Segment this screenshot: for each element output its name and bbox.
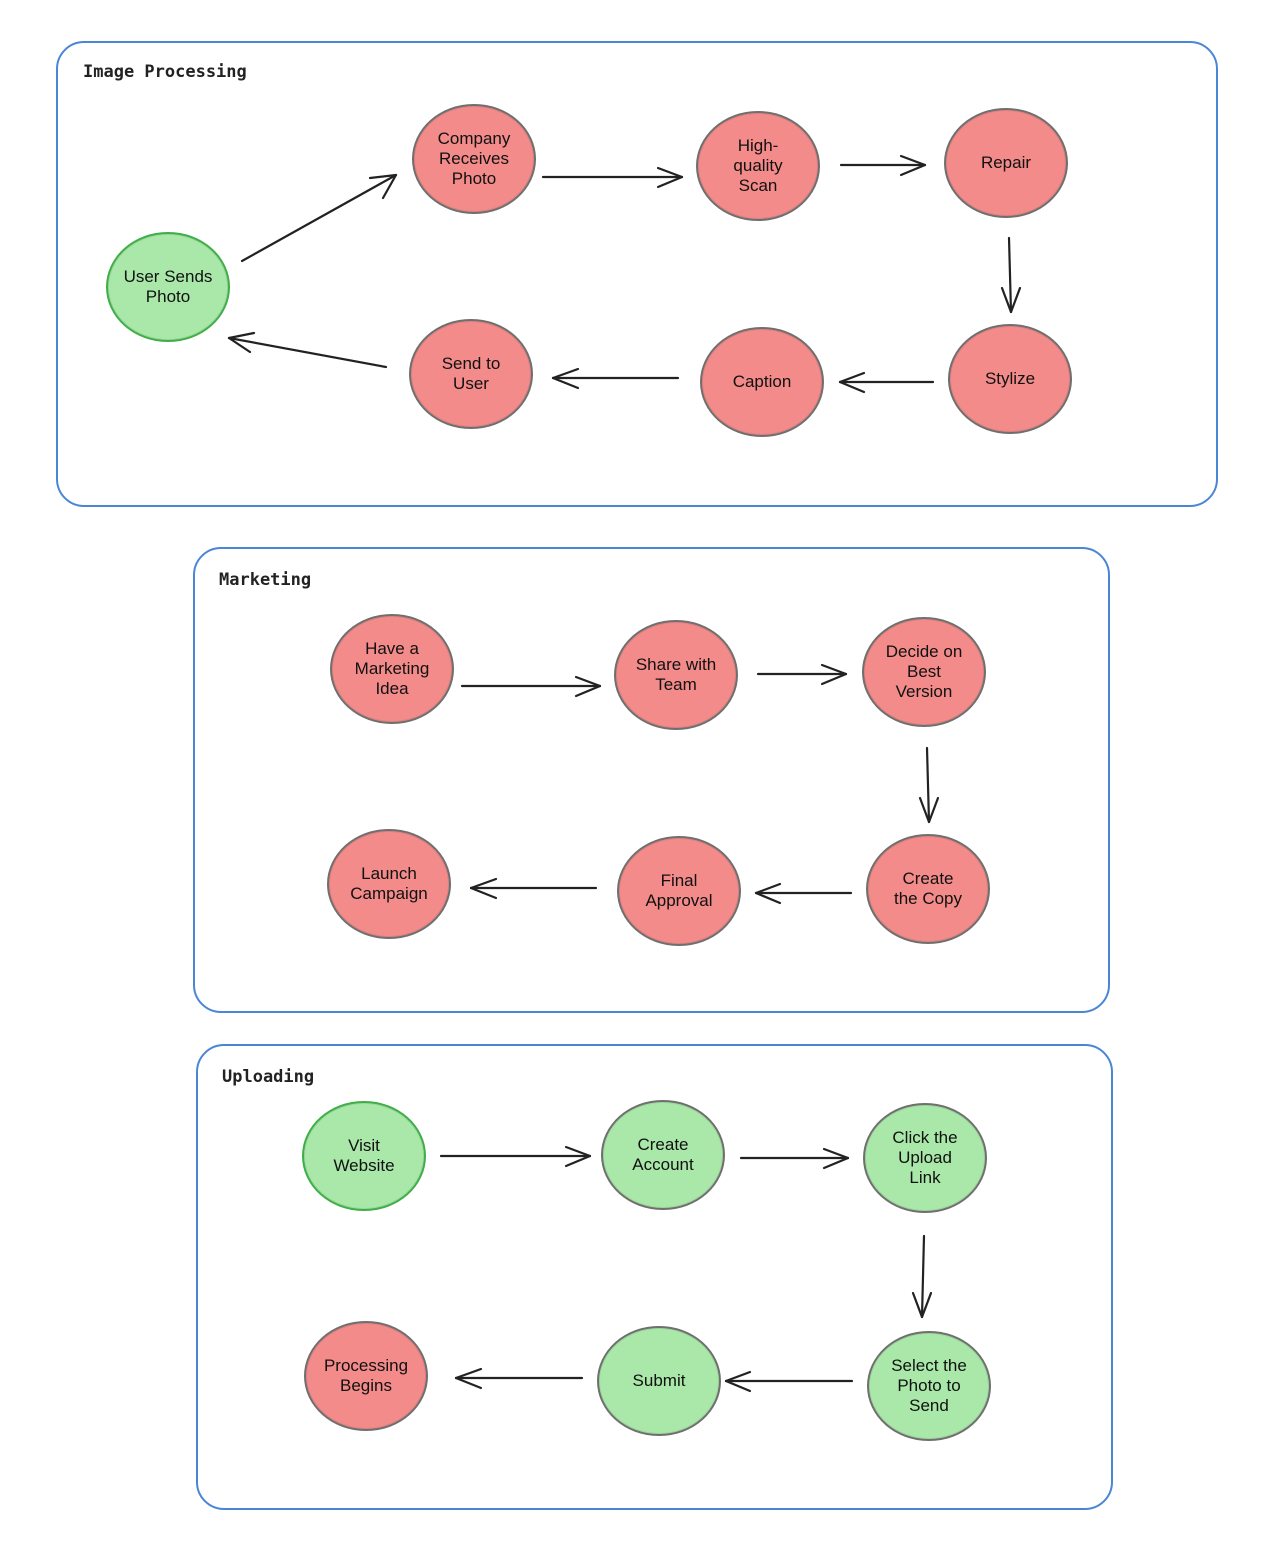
node-stylize: Stylize bbox=[948, 324, 1072, 434]
arrow-visit-to-account bbox=[439, 1145, 592, 1168]
arrow-repair-to-stylize bbox=[1000, 236, 1022, 314]
panel-title-image-processing: Image Processing bbox=[83, 62, 247, 82]
panel-title-marketing: Marketing bbox=[219, 570, 312, 590]
arrow-final-to-launch bbox=[469, 877, 598, 900]
node-select-the-photo-to-send: Select the Photo to Send bbox=[867, 1331, 991, 1441]
node-label: Final Approval bbox=[645, 871, 713, 910]
node-click-the-upload-link: Click the Upload Link bbox=[863, 1103, 987, 1213]
node-label: Have a Marketing Idea bbox=[354, 639, 430, 698]
node-share-with-team: Share with Team bbox=[614, 620, 738, 730]
arrow-company-to-scan bbox=[541, 166, 684, 189]
node-label: Company Receives Photo bbox=[437, 129, 511, 188]
node-label: Caption bbox=[732, 372, 792, 391]
arrow-stylize-to-caption bbox=[838, 371, 935, 394]
arrow-send-to-user bbox=[227, 331, 388, 369]
node-label: Click the Upload Link bbox=[892, 1128, 958, 1187]
node-label: User Sends Photo bbox=[123, 267, 213, 306]
arrow-select-to-submit bbox=[724, 1370, 854, 1393]
node-send-to-user: Send to User bbox=[409, 319, 533, 429]
arrow-user-to-company bbox=[240, 173, 398, 263]
arrow-idea-to-share bbox=[460, 675, 602, 698]
node-processing-begins: Processing Begins bbox=[304, 1321, 428, 1431]
node-label: Stylize bbox=[984, 369, 1036, 388]
arrow-submit-to-processing bbox=[454, 1367, 584, 1390]
node-label: Select the Photo to Send bbox=[891, 1356, 967, 1415]
node-label: High-quality Scan bbox=[733, 136, 783, 195]
arrow-scan-to-repair bbox=[839, 154, 927, 177]
arrow-copy-to-final bbox=[754, 882, 853, 905]
node-have-a-marketing-idea: Have a Marketing Idea bbox=[330, 614, 454, 724]
node-label: Share with Team bbox=[635, 655, 717, 694]
node-caption: Caption bbox=[700, 327, 824, 437]
node-label: Submit bbox=[632, 1371, 686, 1390]
node-company-receives-photo: Company Receives Photo bbox=[412, 104, 536, 214]
node-label: Launch Campaign bbox=[350, 864, 428, 903]
arrow-share-to-decide bbox=[756, 663, 848, 686]
node-label: Repair bbox=[980, 153, 1032, 172]
node-create-the-copy: Create the Copy bbox=[866, 834, 990, 944]
node-visit-website: Visit Website bbox=[302, 1101, 426, 1211]
node-label: Send to User bbox=[441, 354, 501, 393]
node-label: Visit Website bbox=[333, 1136, 395, 1175]
node-launch-campaign: Launch Campaign bbox=[327, 829, 451, 939]
panel-title-uploading: Uploading bbox=[222, 1067, 315, 1087]
node-high-quality-scan: High-quality Scan bbox=[696, 111, 820, 221]
node-submit: Submit bbox=[597, 1326, 721, 1436]
node-user-sends-photo: User Sends Photo bbox=[106, 232, 230, 342]
node-final-approval: Final Approval bbox=[617, 836, 741, 946]
arrow-decide-to-copy bbox=[918, 746, 940, 824]
node-decide-on-best-version: Decide on Best Version bbox=[862, 617, 986, 727]
arrow-account-to-click bbox=[739, 1147, 850, 1170]
node-label: Processing Begins bbox=[323, 1356, 409, 1395]
node-label: Decide on Best Version bbox=[885, 642, 963, 701]
arrow-caption-to-send bbox=[551, 367, 680, 390]
node-label: Create Account bbox=[632, 1135, 694, 1174]
node-label: Create the Copy bbox=[893, 869, 963, 908]
node-create-account: Create Account bbox=[601, 1100, 725, 1210]
arrow-click-to-select bbox=[911, 1234, 933, 1319]
node-repair: Repair bbox=[944, 108, 1068, 218]
